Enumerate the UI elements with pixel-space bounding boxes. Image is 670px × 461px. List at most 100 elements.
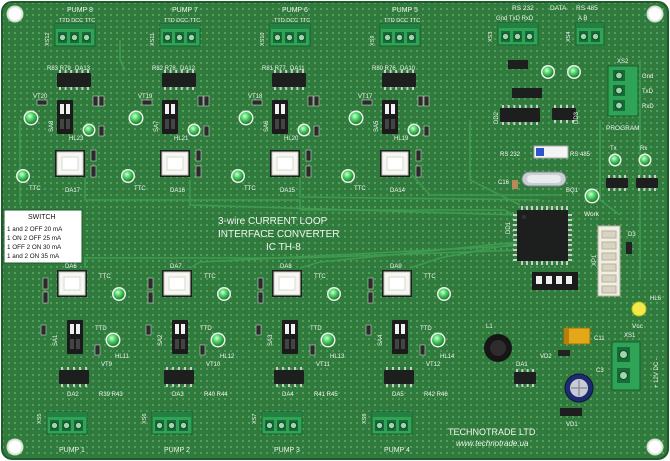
interface-mode-switch[interactable] (533, 145, 569, 159)
led-label: HL21 (174, 136, 189, 142)
tx-led (608, 153, 622, 167)
ttc-label: TTC (204, 274, 216, 280)
pump-terminal-block[interactable] (261, 411, 303, 435)
pump-terminal-block[interactable] (159, 23, 201, 47)
smd-array (512, 88, 542, 98)
smd-resistor (90, 149, 97, 162)
pump-terminal-block[interactable] (371, 411, 413, 435)
ttc-label: TTC (424, 274, 436, 280)
opto-label: DA9 (390, 264, 402, 270)
pump-label: PUMP 3 (274, 447, 300, 454)
led-indicator (348, 110, 364, 126)
led-label: HL19 (394, 136, 409, 142)
chip-label: DA5 (392, 392, 404, 398)
smd-resistor (415, 165, 422, 178)
power-terminal[interactable] (611, 341, 641, 391)
resistor-label: R40 R44 (204, 392, 228, 398)
vcc-led (631, 301, 647, 317)
connector-label: XS7 (252, 414, 258, 424)
led-indicator (541, 65, 555, 79)
rs485-terminal[interactable] (575, 22, 605, 46)
pump-terminal-block[interactable] (151, 411, 193, 435)
chip-label: DA13 (75, 66, 91, 72)
mounting-hole (6, 5, 24, 23)
led-indicator (567, 65, 581, 79)
smd-resistor (313, 95, 320, 107)
switch-label: SA7 (154, 120, 160, 132)
smd-resistor (203, 125, 210, 137)
smd-resistor (367, 277, 374, 290)
crystal-oscillator (521, 171, 567, 187)
ttc-label: TTC (99, 274, 111, 280)
led-label: HL13 (330, 354, 345, 360)
transistor-label: VT17 (358, 94, 373, 100)
dip-switch[interactable] (67, 320, 83, 354)
capacitor-label: C16 (498, 180, 510, 186)
dip-switch[interactable] (57, 100, 73, 134)
tantalum-capacitor (563, 327, 591, 345)
switch-label: SA2 (158, 334, 164, 346)
xp1-label: XP1 (592, 254, 598, 266)
pump-label: PUMP 2 (164, 447, 190, 454)
dip-switch[interactable] (162, 100, 178, 134)
smd-transistor (636, 175, 658, 191)
smd-resistor (195, 149, 202, 162)
led-indicator (112, 287, 126, 301)
rx-label: Rx (640, 146, 647, 152)
dip-switch[interactable] (282, 320, 298, 354)
smd-resistor (145, 324, 152, 336)
opto-label: DA17 (65, 188, 81, 194)
crystal-label: BQ1 (566, 188, 579, 194)
smd-resistor (423, 125, 430, 137)
smd-capacitor (512, 180, 518, 189)
xp1-header[interactable] (597, 225, 621, 297)
coil-label: L1 (486, 324, 493, 330)
ttd-label: TTD (200, 326, 212, 332)
rx-led (638, 153, 652, 167)
led-indicator (297, 123, 311, 137)
chip-label: DA4 (282, 392, 294, 398)
connector-label: XS5 (37, 414, 43, 424)
program-terminal[interactable] (607, 65, 639, 117)
rs485-pin-labels: A B (578, 16, 587, 22)
resistor-label: R41 R45 (314, 392, 338, 398)
rs485-header-label: RS 485 (576, 5, 598, 12)
ttc-label: TTC (354, 186, 366, 192)
diode-label: D3 (628, 232, 636, 238)
chip-label: DA2 (67, 392, 79, 398)
smd-resistor (141, 99, 153, 106)
opto-label: DA15 (280, 188, 296, 194)
pump-terminal-block[interactable] (269, 23, 311, 47)
smd-resistor (417, 95, 424, 107)
led-indicator (128, 110, 144, 126)
dip-switch[interactable] (272, 100, 288, 134)
connector-label: XS8 (362, 414, 368, 424)
board-title-block: 3-wire CURRENT LOOP INTERFACE CONVERTER … (218, 216, 340, 253)
rs232-terminal[interactable] (497, 22, 539, 46)
chip-label: DA3 (172, 392, 184, 398)
maker-website: www.technotrade.ua (456, 439, 529, 448)
dip-switch[interactable] (382, 100, 398, 134)
switch-table-row: 1 ON 2 OFF 25 mA (7, 235, 62, 242)
connector-label: XS6 (142, 414, 148, 424)
pump-label: PUMP 8 (67, 7, 93, 14)
pump-terminal-block[interactable] (379, 23, 421, 47)
address-dip-switch[interactable] (532, 272, 578, 290)
rs232-driver-chip (500, 105, 540, 125)
diode-label: VD1 (566, 422, 578, 428)
transistor-label: VT9 (101, 362, 113, 368)
dip-switch[interactable] (392, 320, 408, 354)
pump-terminal-block[interactable] (54, 23, 96, 47)
ttd-label: TTD (95, 326, 107, 332)
transistor (508, 60, 528, 69)
work-label: Work (584, 211, 600, 218)
smd-resistor (42, 277, 49, 290)
transceiver-chip (59, 367, 89, 387)
dip-switch[interactable] (172, 320, 188, 354)
diode-label: VD2 (540, 354, 552, 360)
smd-diode (558, 350, 570, 356)
pump-terminal-block[interactable] (46, 411, 88, 435)
led-indicator (105, 332, 121, 348)
tx-label: Tx (610, 146, 617, 152)
